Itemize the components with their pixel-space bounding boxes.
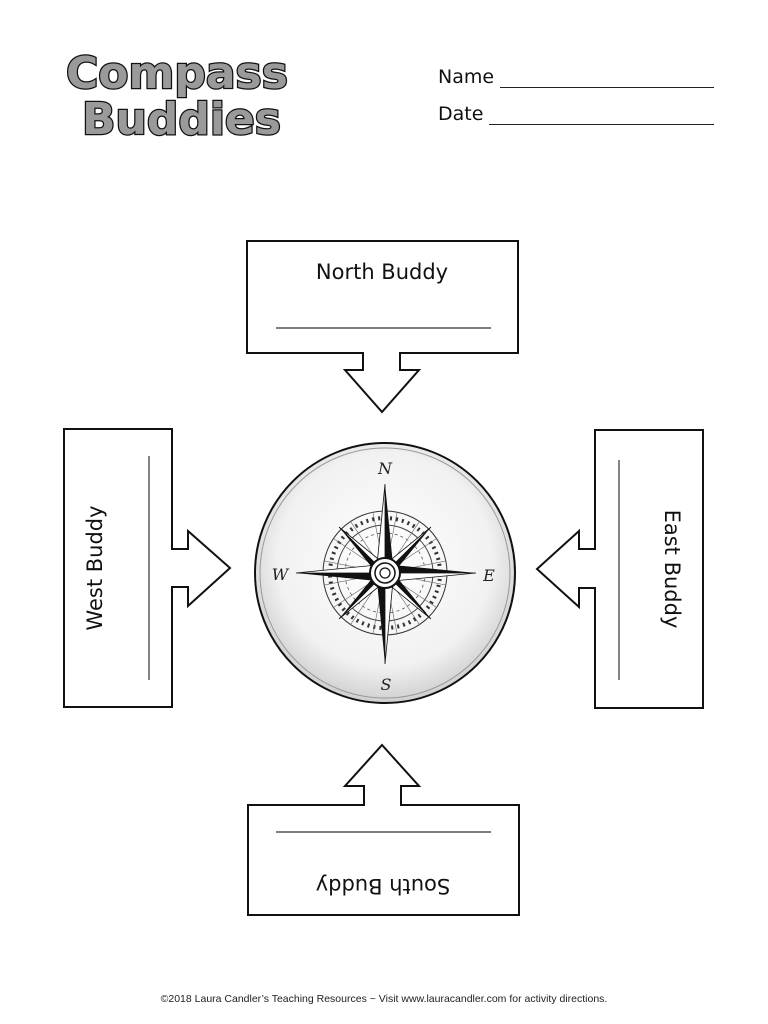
compass-letter-e: E (482, 566, 495, 585)
east-buddy-label: East Buddy (660, 510, 684, 629)
compass-letter-n: N (377, 459, 393, 478)
west-buddy-box[interactable]: West Buddy (63, 428, 232, 708)
compass-letter-s: S (381, 675, 392, 694)
compass-letter-w: W (272, 565, 290, 584)
west-buddy-label: West Buddy (83, 505, 107, 630)
north-buddy-label: North Buddy (316, 260, 448, 284)
title-line-compass: Compass (66, 48, 288, 99)
name-label: Name (438, 66, 495, 88)
footer-copyright: ©2018 Laura Candler’s Teaching Resources… (160, 993, 608, 1005)
name-blank-line[interactable] (500, 69, 715, 88)
east-buddy-box[interactable]: East Buddy (535, 429, 704, 709)
title-line-buddies: Buddies (82, 94, 281, 145)
worksheet-title: Compass Buddies (58, 44, 328, 147)
date-blank-line[interactable] (489, 106, 715, 125)
date-label: Date (438, 103, 484, 125)
south-buddy-box[interactable]: South Buddy (247, 743, 520, 916)
north-buddy-box[interactable]: North Buddy (246, 240, 519, 414)
south-buddy-label: South Buddy (316, 874, 451, 898)
compass-rose-icon: N S W E (254, 442, 516, 704)
date-field[interactable]: Date (438, 103, 715, 125)
name-field[interactable]: Name (438, 66, 715, 88)
